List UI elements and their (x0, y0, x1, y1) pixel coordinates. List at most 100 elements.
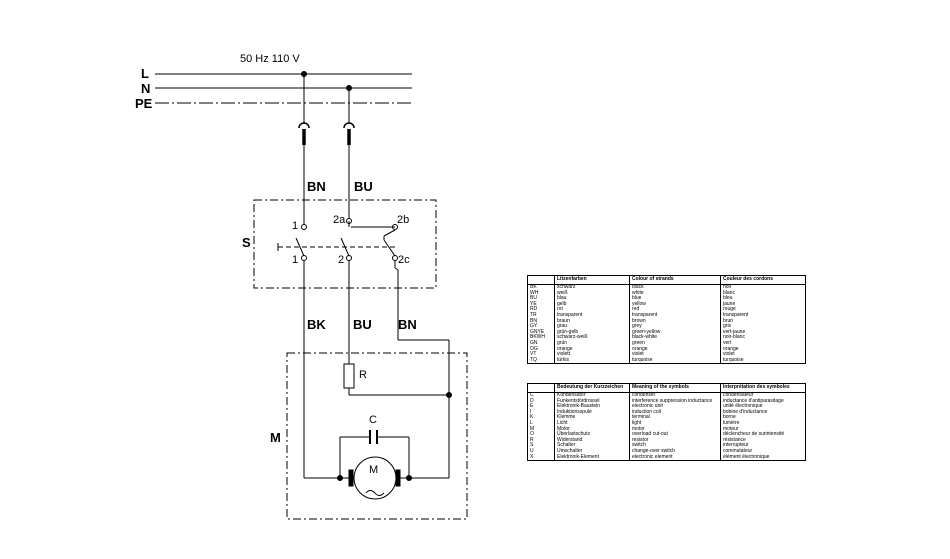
wire-label-bottom-mid: BU (353, 317, 372, 332)
table-cell: terminal (629, 415, 721, 421)
table-cell: violet (720, 352, 806, 358)
table-cell: turquoise (629, 357, 721, 364)
table-cell: gris (720, 324, 806, 330)
table-cell: brun (720, 318, 806, 325)
table-header-cell: Bedeutung der Kurzzeichen (554, 383, 630, 393)
terminal-1-top: 1 (292, 220, 299, 232)
table-cell: E (530, 403, 534, 410)
table-cell: yellow (629, 301, 721, 308)
table-header-cell: Interprétation des symboles (720, 383, 806, 393)
table-cell: OG (530, 345, 538, 352)
table-cell: C (530, 392, 534, 398)
table-header-cell (527, 383, 555, 393)
symbol-table-header: Bedeutung der Kurzzeichen Meaning of the… (527, 383, 806, 393)
table-cell: L (530, 419, 533, 426)
line-label-PE: PE (135, 96, 153, 111)
table-cell: red (629, 307, 721, 313)
table-cell: K (530, 414, 534, 421)
table-header-cell: Meaning of the symbols (629, 383, 721, 393)
table-cell: TQ (530, 356, 537, 363)
table-cell: bleu (720, 296, 806, 302)
table-cell: WH (530, 289, 539, 296)
table-cell: overload cut-out (629, 432, 721, 438)
table-cell: VT (530, 351, 537, 358)
capacitor-label: C (369, 414, 377, 426)
table-cell: vert (720, 340, 806, 347)
table-cell: résistance (720, 437, 806, 444)
table-cell: induction coil (629, 409, 721, 416)
table-cell: noir-blanc (720, 335, 806, 341)
plug-contact-right (343, 122, 355, 129)
plug-contact-left (298, 122, 310, 129)
wire-label-top-left: BN (307, 179, 326, 194)
table-cell: unité électronique (720, 404, 806, 410)
motor-box (286, 352, 468, 520)
table-cell: braun (554, 318, 630, 325)
table-cell: Überlastschutz (554, 432, 630, 438)
resistor-label: R (359, 369, 367, 381)
table-header-cell: Litzenfarben (554, 275, 630, 285)
table-header-cell: Colour of strands (629, 275, 721, 285)
table-cell: Licht (554, 420, 630, 427)
terminal-2b: 2b (397, 214, 410, 226)
table-cell: light (629, 420, 721, 427)
table-cell: TR (530, 311, 537, 318)
motor-letter: M (369, 464, 379, 476)
table-cell: RD (530, 306, 538, 313)
terminal-2c: 2c (398, 254, 410, 266)
table-cell: Umschalter (554, 448, 630, 455)
table-cell: brown (629, 318, 721, 325)
table-cell: blau (554, 296, 630, 302)
table-cell: BU (530, 295, 537, 302)
line-label-N: N (141, 81, 151, 96)
table-cell: borne (720, 415, 806, 421)
wire-label-top-right: BU (354, 179, 373, 194)
table-cell: condensateur (720, 392, 806, 399)
table-cell: transparent (554, 312, 630, 319)
table-cell: rot (554, 307, 630, 313)
table-cell: transparent (629, 312, 721, 319)
table-cell: gelb (554, 301, 630, 308)
table-cell: élément électronique (720, 454, 806, 461)
symbol-table: Bedeutung der Kurzzeichen Meaning of the… (527, 383, 806, 462)
table-cell: condenser (629, 392, 721, 399)
table-cell: orange (720, 346, 806, 353)
table-cell: S (530, 442, 534, 449)
table-cell: türkis (554, 357, 630, 364)
table-cell: Widerstand (554, 437, 630, 444)
table-cell: Schalter (554, 443, 630, 449)
table-cell: Motor (554, 426, 630, 433)
table-cell: Klemme (554, 415, 630, 421)
table-cell: weiß (554, 290, 630, 297)
table-cell: GY (530, 323, 538, 330)
table-cell: turquoise (720, 357, 806, 364)
table-cell: vert-jaune (720, 329, 806, 336)
table-cell: Funkentstördrossel (554, 398, 630, 405)
table-cell: Kondensator (554, 392, 630, 399)
table-cell: déclencheur de surintensité (720, 432, 806, 438)
switch-box (253, 199, 437, 289)
motor-symbol (353, 456, 397, 500)
table-cell: orange (554, 346, 630, 353)
table-cell: Elektronik-Element (554, 454, 630, 461)
colour-table: Litzenfarben Colour of strands Couleur d… (527, 275, 806, 365)
table-cell: interference suppression inductance (629, 398, 721, 405)
supply-voltage: 50 Hz 110 V (240, 53, 300, 65)
table-cell: blanc (720, 290, 806, 297)
